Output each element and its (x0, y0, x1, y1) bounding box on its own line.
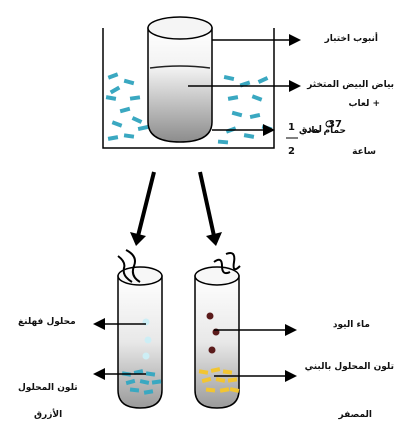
arrowhead-right (206, 232, 222, 246)
orange-liquid (198, 367, 240, 393)
label-test-tube: أنبوب اختبار (324, 34, 378, 44)
liquid-dash (123, 133, 135, 139)
degree-symbol (325, 120, 333, 128)
liquid-dash (251, 94, 263, 102)
label-duration: لمدة (302, 125, 322, 135)
water-bath-water (105, 72, 273, 145)
label-hour: ساعة (352, 147, 376, 157)
fraction-numerator: 1 (288, 122, 295, 133)
liquid-dash (111, 120, 123, 128)
liquid-dash (227, 377, 238, 383)
fraction-denominator: 2 (288, 146, 295, 157)
label-saliva: + لعاب (348, 99, 380, 109)
iodine-drop (208, 346, 216, 354)
liquid-dash (243, 133, 255, 139)
water-bath-container (102, 28, 275, 149)
liquid-dash (227, 95, 239, 101)
liquid-dash (145, 371, 156, 377)
liquid-dash (198, 369, 209, 375)
label-fehling: محلول فهلنغ (18, 317, 76, 327)
dropper-wire-right (213, 252, 241, 275)
fehling-drop (144, 336, 152, 344)
dropper-wire-left (117, 249, 141, 283)
liquid-dash (215, 377, 226, 383)
liquid-dash (249, 113, 261, 119)
label-iodine: ماء اليود (332, 320, 370, 330)
liquid-dash (231, 110, 243, 118)
liquid-dash (219, 387, 230, 393)
liquid-dash (201, 376, 212, 384)
liquid-dash (109, 85, 121, 95)
liquid-dash (119, 106, 131, 114)
liquid-dash (123, 78, 135, 86)
liquid-dash (229, 387, 240, 393)
label-orange-color-line2: المصفر (338, 410, 372, 420)
liquid-dash (105, 95, 117, 101)
liquid-dash (131, 116, 143, 124)
right-test-tube (194, 252, 241, 409)
liquid-dash (107, 72, 119, 80)
liquid-dash (223, 75, 235, 81)
arrow-down-right (198, 171, 216, 237)
liquid-dash (125, 378, 136, 386)
liquid-dash (210, 367, 221, 373)
liquid-dash (143, 389, 154, 395)
iodine-drop (206, 312, 214, 320)
liquid-dash (137, 125, 149, 131)
liquid-dash (205, 387, 216, 393)
liquid-dash (222, 369, 233, 375)
arrowhead-left (130, 232, 146, 246)
fehling-drop (142, 352, 150, 360)
label-egg-white: بياض البيض المتخثر (307, 80, 394, 90)
liquid-dash (129, 95, 141, 101)
liquid-dash (257, 76, 269, 84)
arrow-down-left (136, 171, 156, 237)
liquid-dash (107, 135, 119, 141)
label-orange-color: تلون المحلول بالبني (304, 362, 394, 372)
liquid-dash (151, 379, 162, 385)
egg-white-surface (149, 65, 211, 69)
label-blue-color-line2: الأزرق (34, 410, 63, 420)
label-blue-color-line1: تلون المحلول (18, 383, 78, 393)
liquid-dash (139, 379, 150, 385)
liquid-dash (129, 387, 140, 393)
label-temperature: 37 (328, 119, 342, 130)
large-test-tube (147, 16, 213, 143)
liquid-dash (217, 139, 229, 145)
left-test-tube (117, 249, 163, 409)
label-water-bath: حمام مائي (298, 126, 346, 136)
